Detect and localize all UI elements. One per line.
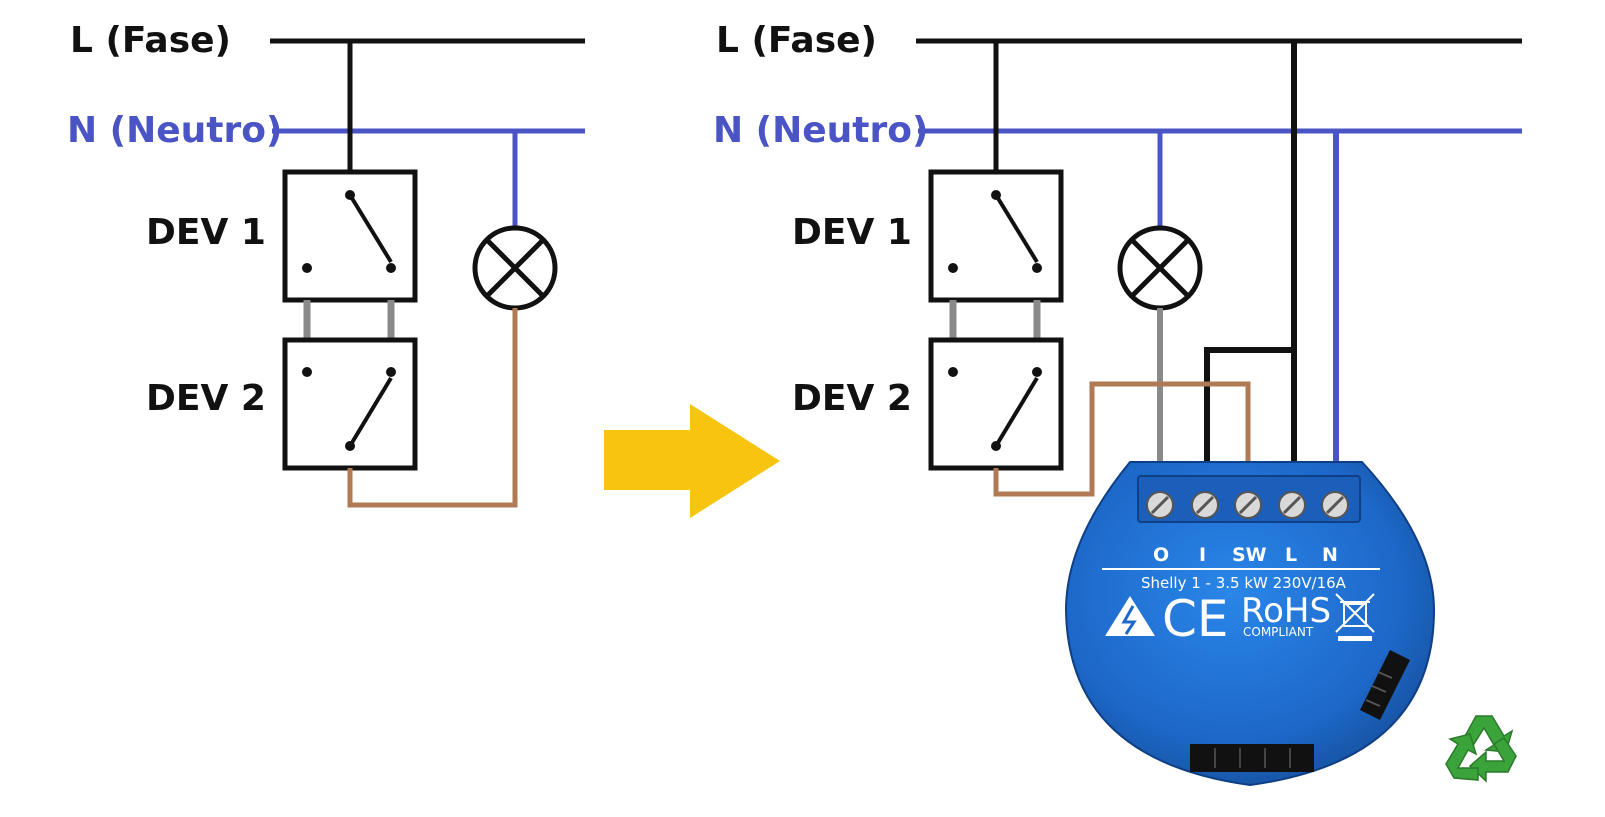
left-phase-label: L (Fase) [70,20,231,61]
lamp-icon [1117,225,1203,311]
rohs-compliant: COMPLIANT [1243,625,1314,639]
high-voltage-icon [1105,596,1155,636]
rohs-mark: RoHS [1241,591,1331,631]
left-switched-wire [347,308,518,508]
left-dev1-switch [282,169,418,303]
module-spec: Shelly 1 - 3.5 kW 230V/16A [1141,574,1347,592]
arrow-right-icon [604,404,780,518]
right-dev1-label: DEV 1 [792,212,912,253]
terminal-label-sw: SW [1232,544,1267,566]
relay-module: O I SW L N Shelly 1 - 3.5 kW 230V/16A CE… [1064,461,1436,787]
right-dev2-switch [928,337,1064,471]
terminal-screws [1146,491,1349,519]
right-diagram: L (Fase) N (Neutro) DEV 1 DEV 2 [713,20,1522,787]
terminal-label-i: I [1199,544,1206,566]
right-dev1-switch [928,169,1064,303]
terminal-label-o: O [1153,544,1169,566]
right-phase-jumper [1204,347,1294,470]
right-neutral-label: N (Neutro) [713,110,928,151]
side-connector [1360,650,1410,720]
left-dev2-label: DEV 2 [146,378,266,419]
right-dev2-label: DEV 2 [792,378,912,419]
weee-bin-icon [1335,593,1375,641]
left-diagram: L (Fase) N (Neutro) DEV 1 DEV 2 [67,20,585,508]
right-phase-label: L (Fase) [716,20,877,61]
lamp-icon [472,225,558,311]
ce-mark: CE [1162,590,1229,648]
terminal-label-n: N [1322,544,1338,566]
left-neutral-label: N (Neutro) [67,110,282,151]
bottom-connector [1190,744,1314,772]
left-dev1-label: DEV 1 [146,212,266,253]
terminal-label-l: L [1285,544,1297,566]
recycle-icon [1445,715,1517,783]
left-dev2-switch [282,337,418,471]
right-switched-wire [993,381,1251,497]
